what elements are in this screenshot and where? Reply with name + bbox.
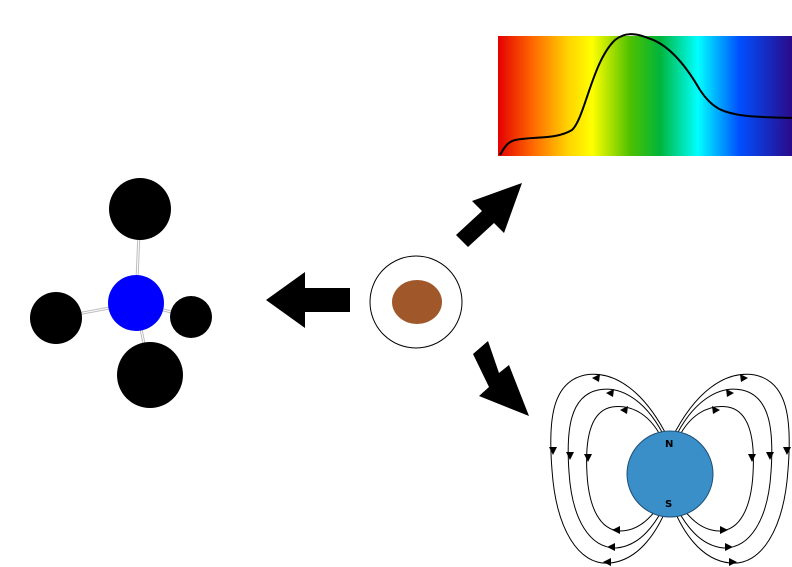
- atom-right: [170, 296, 212, 338]
- center-core: [392, 280, 442, 324]
- atom-bottom: [117, 342, 183, 408]
- spectrum-gradient: [498, 36, 792, 156]
- magnet-sphere: [626, 430, 714, 518]
- center-particle: [369, 255, 463, 349]
- magnet-north-label: N: [665, 439, 673, 450]
- spectrum-curve: [499, 33, 792, 156]
- molecule: [30, 178, 212, 408]
- arrow-up-right: [456, 183, 522, 247]
- atom-left: [30, 292, 82, 344]
- spectrum-panel: [498, 33, 792, 156]
- field-arrowheads: [549, 374, 791, 566]
- magnet-south-label: S: [665, 499, 672, 510]
- arrow-down-right: [473, 341, 529, 416]
- field-lines: [550, 373, 790, 564]
- magnetic-field: N S: [549, 373, 791, 566]
- atom-top: [109, 178, 171, 240]
- atom-center: [108, 275, 164, 331]
- arrow-left: [266, 272, 350, 328]
